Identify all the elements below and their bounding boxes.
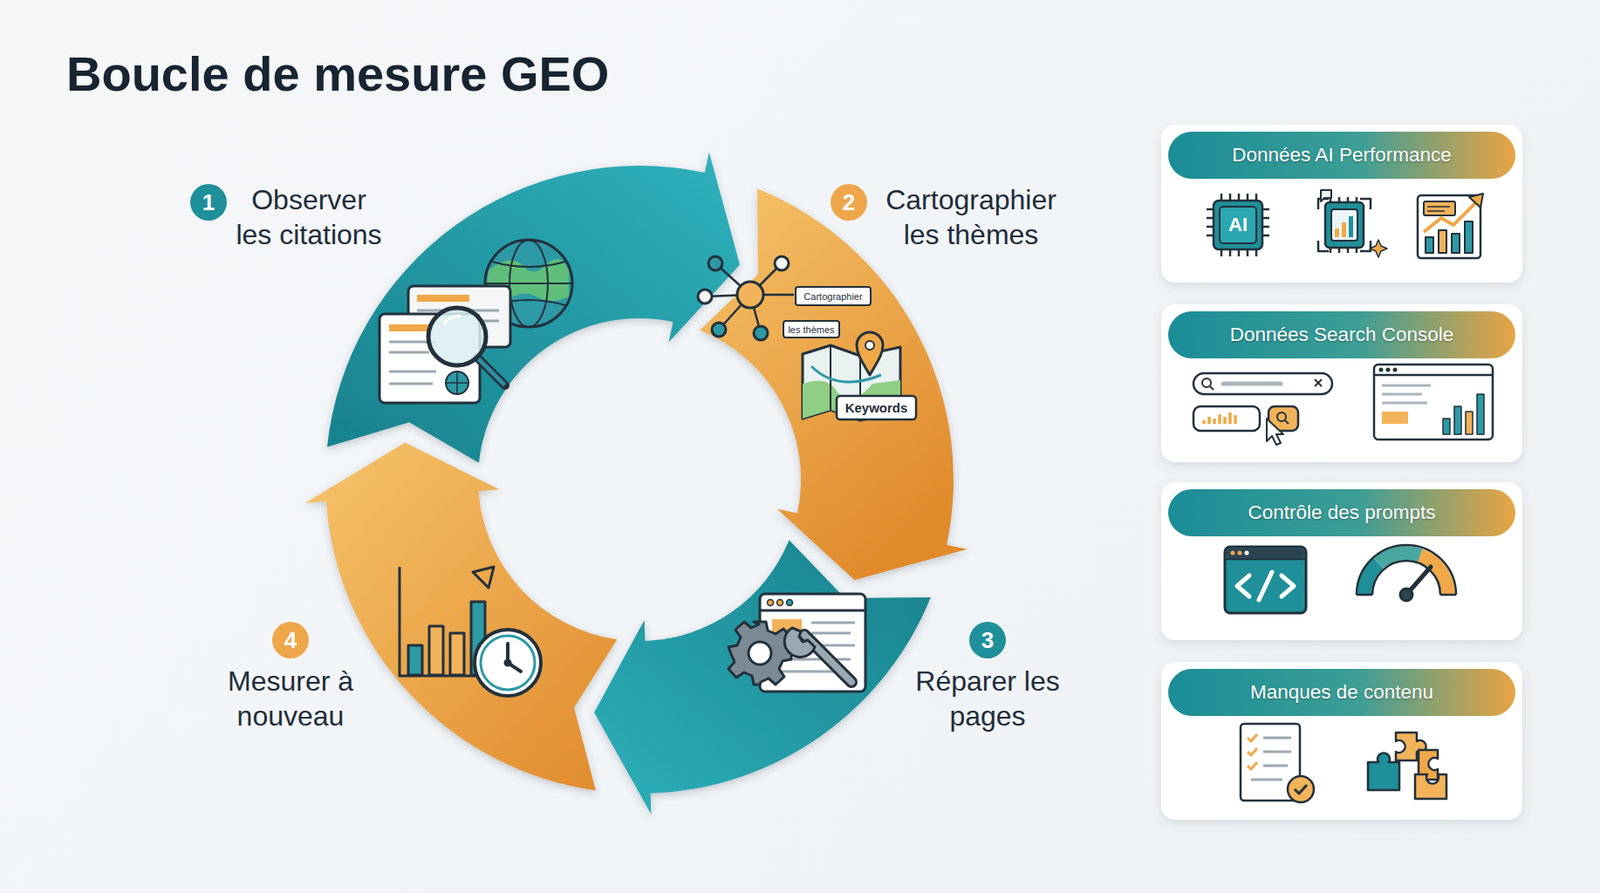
card-header: Données AI Performance <box>1168 131 1516 179</box>
repair-icon <box>728 594 866 692</box>
card-header: Contrôle des prompts <box>1168 489 1516 537</box>
card-backgrounds <box>1161 124 1523 821</box>
data-card: Contrôle des prompts <box>1161 482 1523 641</box>
step: 3Réparer les pages <box>909 620 1067 734</box>
step: 1Observer les citations <box>190 182 388 253</box>
callout-number: 1 <box>190 184 227 221</box>
step-label: Cartographier les thèmes <box>870 182 1072 253</box>
remeasure-icon <box>399 567 541 697</box>
callout-number: 2 <box>830 184 868 221</box>
card-header: Manques de contenu <box>1168 669 1516 717</box>
card-header: Données Search Console <box>1168 311 1516 359</box>
step-label: Mesurer à nouveau <box>211 663 370 734</box>
arc-arrow <box>594 540 931 815</box>
step: 4Mesurer à nouveau <box>211 620 370 734</box>
step-label: Observer les citations <box>230 182 388 253</box>
mapping-icon <box>697 256 917 421</box>
arc-arrow <box>327 151 740 463</box>
data-card: Données Search Console <box>1161 304 1523 463</box>
callout-number: 3 <box>969 622 1006 659</box>
citations-icon <box>379 239 573 404</box>
icon-label: Cartographier <box>795 287 871 306</box>
icon-label: AI <box>1219 206 1257 244</box>
prompt-control-icons <box>1224 545 1457 614</box>
content-gap-icons <box>1240 724 1447 803</box>
search-console-icons <box>1193 364 1493 445</box>
callout-number: 4 <box>272 622 309 659</box>
title: Boucle de mesure GEO <box>66 45 609 103</box>
ai-icons <box>1206 190 1484 259</box>
data-card: Manques de contenu <box>1161 662 1523 821</box>
step-label: Réparer les pages <box>909 663 1067 734</box>
arc-arrow <box>305 442 617 791</box>
cycle-arrows <box>305 151 968 814</box>
data-card: Données AI Performance <box>1161 124 1523 283</box>
icon-label: Keywords <box>836 396 917 420</box>
icon-label: les thèmes <box>783 321 840 338</box>
step: 2Cartographier les thèmes <box>830 182 1072 253</box>
